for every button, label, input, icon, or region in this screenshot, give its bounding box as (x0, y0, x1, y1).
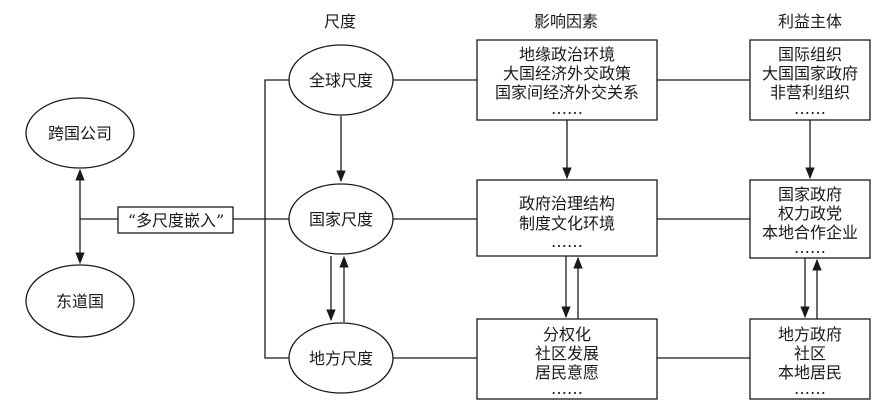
multinational-node: 跨国公司 (25, 97, 135, 169)
header-scale: 尺度 (324, 12, 356, 31)
global-scale-node: 全球尺度 (288, 44, 394, 116)
global-scale-label: 全球尺度 (309, 71, 373, 90)
host-country-node: 东道国 (25, 264, 135, 338)
national-stakeholder-2: 权力政党 (778, 204, 842, 223)
national-stakeholders-box: 国家政府 权力政党 本地合作企业 …… (749, 179, 871, 259)
local-stakeholder-1: 地方政府 (778, 325, 842, 344)
global-stakeholder-3: 非营利组织 (770, 83, 850, 102)
multinational-label: 跨国公司 (48, 124, 112, 143)
local-factor-1: 分权化 (543, 325, 591, 344)
global-factor-1: 地缘政治环境 (519, 45, 615, 64)
national-factor-2: 制度文化环境 (519, 214, 615, 233)
local-factor-3: 居民意愿 (535, 363, 599, 382)
national-stakeholder-3: 本地合作企业 (762, 223, 858, 242)
global-factor-ellipsis: …… (551, 99, 583, 118)
header-stakeholders: 利益主体 (778, 12, 842, 31)
global-factor-2: 大国经济外交政策 (503, 64, 631, 83)
embedding-label: “多尺度嵌入” (128, 211, 224, 230)
local-stakeholders-box: 地方政府 社区 本地居民 …… (749, 318, 871, 400)
national-stakeholder-1: 国家政府 (778, 185, 842, 204)
global-factor-3: 国家间经济外交关系 (495, 83, 639, 102)
global-factors-box: 地缘政治环境 大国经济外交政策 国家间经济外交关系 …… (476, 39, 658, 121)
scale-bracket (264, 79, 290, 359)
local-factor-2: 社区发展 (535, 344, 599, 363)
local-stakeholder-ellipsis: …… (794, 379, 826, 398)
local-scale-label: 地方尺度 (309, 349, 373, 368)
local-scale-node: 地方尺度 (288, 322, 394, 394)
local-stakeholder-2: 社区 (794, 344, 826, 363)
national-stakeholder-ellipsis: …… (794, 238, 826, 257)
national-scale-node: 国家尺度 (288, 183, 394, 255)
national-factor-ellipsis: …… (551, 232, 583, 251)
global-stakeholder-1: 国际组织 (778, 45, 842, 64)
host-country-label: 东道国 (56, 292, 104, 311)
embedding-box: “多尺度嵌入” (117, 206, 234, 234)
national-scale-label: 国家尺度 (309, 210, 373, 229)
national-factor-1: 政府治理结构 (519, 194, 615, 213)
header-factors: 影响因素 (534, 12, 598, 31)
national-factors-box: 政府治理结构 制度文化环境 …… (476, 179, 658, 257)
global-stakeholders-box: 国际组织 大国国家政府 非营利组织 …… (749, 39, 871, 121)
global-stakeholder-2: 大国国家政府 (762, 64, 858, 83)
local-stakeholder-3: 本地居民 (778, 363, 842, 382)
local-factor-ellipsis: …… (551, 379, 583, 398)
local-factors-box: 分权化 社区发展 居民意愿 …… (476, 318, 658, 400)
global-stakeholder-ellipsis: …… (794, 99, 826, 118)
